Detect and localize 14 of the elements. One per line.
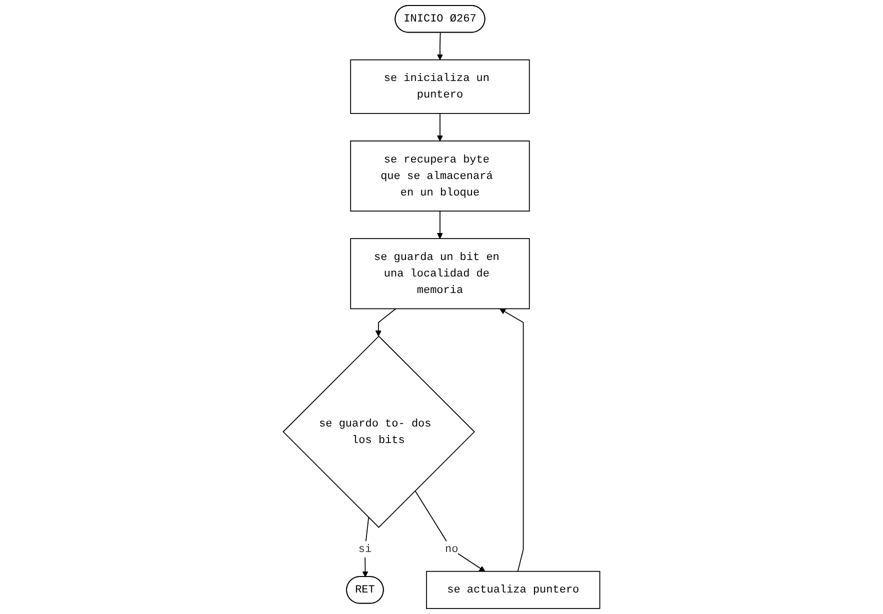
arrow (436, 32, 443, 60)
node-diamond: se guardo to- dos los bits (282, 336, 475, 528)
node-box: se recupera byte que se almacenará en un bloque (350, 140, 530, 212)
edge-label: no (445, 543, 458, 556)
arrow (375, 308, 396, 336)
arrow (436, 210, 443, 239)
arrow (414, 490, 486, 572)
node-box: se actualiza puntero (426, 570, 600, 609)
arrow (500, 308, 524, 572)
edge-label: si (358, 543, 372, 556)
node-box: se inicializa un puntero (350, 59, 530, 114)
arrow (436, 113, 443, 142)
node-box: se guarda un bit en una localidad de memoria (350, 238, 530, 310)
arrow (362, 517, 370, 578)
